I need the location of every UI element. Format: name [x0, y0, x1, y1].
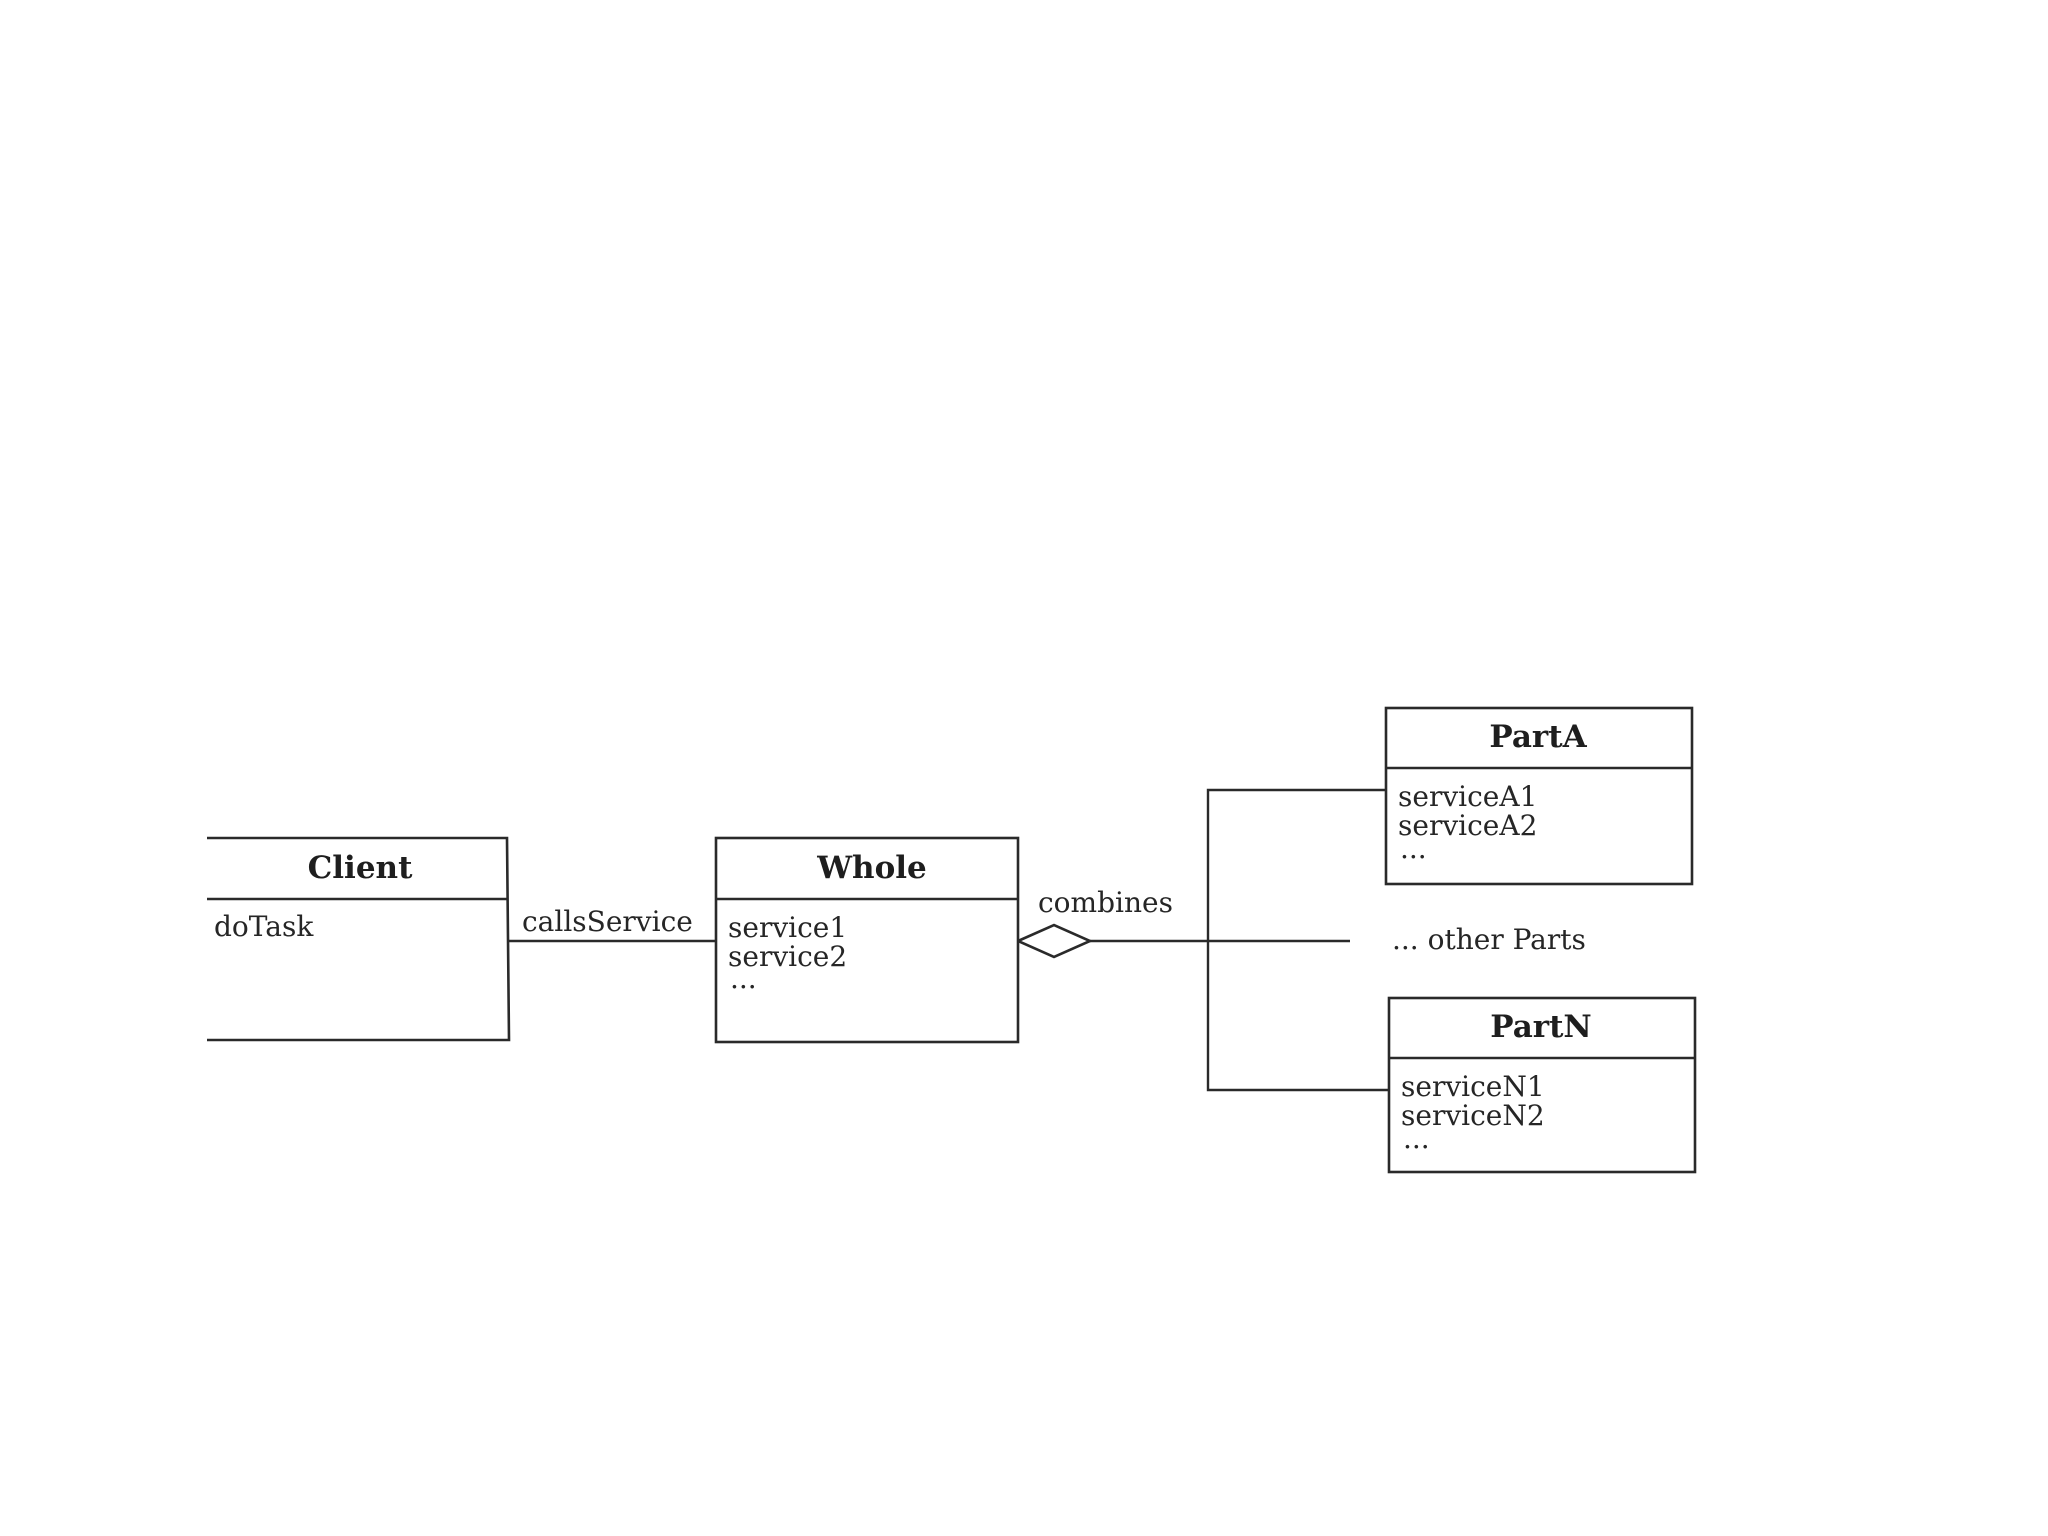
aggregation-diamond-icon: [1014, 923, 1094, 959]
class-client: Client doTask: [207, 836, 511, 1042]
part-a-operation: ...: [1400, 832, 1427, 865]
class-part-a: PartA serviceA1 serviceA2 ...: [1384, 706, 1694, 886]
client-operation: doTask: [214, 910, 314, 943]
whole-title: Whole: [816, 850, 927, 886]
client-box-outline: [207, 836, 511, 1042]
class-part-n: PartN serviceN1 serviceN2 ...: [1387, 996, 1697, 1174]
whole-box-outline: [714, 836, 1020, 1044]
connectors: [509, 788, 1390, 1092]
part-a-box-outline: [1384, 706, 1694, 886]
whole-operation: service2: [728, 940, 847, 973]
part-n-title: PartN: [1490, 1009, 1592, 1045]
whole-operation: ...: [730, 962, 757, 995]
client-title: Client: [308, 850, 413, 886]
part-n-branch-line: [1206, 941, 1390, 1092]
combines-label: combines: [1038, 886, 1173, 919]
whole-operation: service1: [728, 911, 847, 944]
part-n-box-outline: [1387, 996, 1697, 1174]
part-n-operation: serviceN1: [1401, 1070, 1545, 1103]
part-n-operation: serviceN2: [1401, 1099, 1545, 1132]
part-a-title: PartA: [1489, 719, 1587, 755]
other-parts-label: ... other Parts: [1392, 923, 1586, 956]
part-a-branch-line: [1206, 788, 1388, 941]
part-a-operation: serviceA2: [1398, 809, 1537, 842]
class-whole: Whole service1 service2 ...: [714, 836, 1020, 1044]
part-a-operation: serviceA1: [1398, 780, 1537, 813]
calls-service-label: callsService: [522, 905, 693, 938]
part-n-operation: ...: [1403, 1122, 1430, 1155]
association-labels: callsService combines ... other Parts: [522, 886, 1586, 956]
